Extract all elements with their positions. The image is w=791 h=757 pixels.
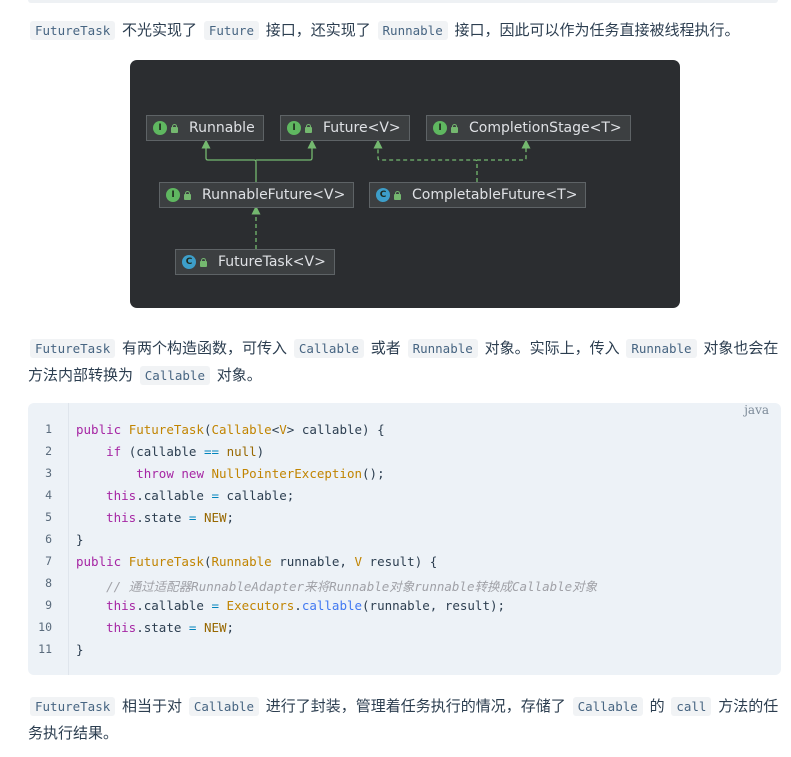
text: 进行了封装，管理着任务执行的情况，存储了 xyxy=(261,697,571,715)
previous-block-edge xyxy=(28,0,778,3)
code-line: this.callable = callable; xyxy=(106,488,295,503)
arrow-completablefuture-to-completionstage xyxy=(477,139,531,161)
node-label: Runnable xyxy=(189,120,255,136)
inheritance-arrows xyxy=(201,139,531,249)
class-icon: C xyxy=(182,255,196,269)
node-completable-future: C CompletableFuture<T> xyxy=(369,182,587,208)
text: 相当于对 xyxy=(117,697,187,715)
code-line: } xyxy=(76,642,84,657)
node-label: CompletableFuture<T> xyxy=(412,187,578,203)
inline-code: call xyxy=(671,697,712,716)
inline-code: Future xyxy=(203,21,259,40)
node-future: I Future<V> xyxy=(280,115,410,141)
text: 的 xyxy=(644,697,670,715)
line-number: 11 xyxy=(38,642,52,656)
line-number: 3 xyxy=(45,466,52,480)
paragraph-constructors: FutureTask 有两个构造函数，可传入 Callable 或者 Runna… xyxy=(28,335,784,389)
text: 接口，还实现了 xyxy=(260,21,376,39)
code-line: this.state = NEW; xyxy=(106,620,235,635)
line-number: 6 xyxy=(45,532,52,546)
inline-code: Runnable xyxy=(407,339,478,358)
lock-icon xyxy=(304,123,313,133)
inline-code: FutureTask xyxy=(30,697,116,716)
text: 对象。 xyxy=(212,366,262,384)
code-line: this.callable = Executors.callable(runna… xyxy=(106,598,506,613)
code-line: throw new NullPointerException(); xyxy=(136,466,385,481)
inline-code: FutureTask xyxy=(30,21,116,40)
code-line: public FutureTask(Callable<V> callable) … xyxy=(76,422,385,437)
class-icon: C xyxy=(376,188,390,202)
text: 有两个构造函数，可传入 xyxy=(117,339,292,357)
arrow-runnablefuture-to-future xyxy=(256,139,317,161)
inline-code: Callable xyxy=(293,339,365,358)
code-line: if (callable == null) xyxy=(106,444,265,459)
text: 对象。实际上，传入 xyxy=(479,339,625,357)
arrow-completablefuture-to-future xyxy=(373,139,478,182)
lock-icon xyxy=(170,123,179,133)
code-line: public FutureTask(Runnable runnable, V r… xyxy=(76,554,438,569)
interface-icon: I xyxy=(433,121,447,135)
node-label: RunnableFuture<V> xyxy=(202,187,346,203)
inline-code: Callable xyxy=(572,697,643,716)
lock-icon xyxy=(183,190,192,200)
line-number: 8 xyxy=(45,576,52,590)
node-label: Future<V> xyxy=(323,120,401,136)
line-number: 5 xyxy=(45,510,52,524)
line-number: 1 xyxy=(45,422,52,436)
code-line: this.state = NEW; xyxy=(106,510,235,525)
inline-code: Callable xyxy=(188,697,260,716)
text: 或者 xyxy=(366,339,406,357)
node-label: FutureTask<V> xyxy=(218,254,326,270)
line-number: 2 xyxy=(45,444,52,458)
line-number: 9 xyxy=(45,598,52,612)
code-line: } xyxy=(76,532,84,547)
class-hierarchy-diagram: I Runnable I Future<V> I CompletionStage<T>… xyxy=(130,60,680,308)
line-number: 4 xyxy=(45,488,52,502)
lock-icon xyxy=(393,190,402,200)
node-completion-stage: I CompletionStage<T> xyxy=(426,115,631,141)
node-runnable-future: I RunnableFuture<V> xyxy=(159,182,355,208)
inline-code: Runnable xyxy=(626,339,697,358)
node-label: CompletionStage<T> xyxy=(469,120,622,136)
text: 不光实现了 xyxy=(117,21,202,39)
inline-code: Callable xyxy=(139,366,210,385)
node-future-task: C FutureTask<V> xyxy=(175,249,335,275)
code-language-label: java xyxy=(744,403,769,417)
lock-icon xyxy=(199,257,208,267)
text: 对象也会在方法内部转换为 xyxy=(28,339,779,384)
lock-icon xyxy=(450,123,459,133)
text: 方法的任务执行结果。 xyxy=(28,697,779,742)
node-runnable: I Runnable xyxy=(146,115,264,141)
code-block: java 1 2 3 4 5 6 7 8 9 10 11 public Futu… xyxy=(28,403,781,675)
line-number-gutter xyxy=(28,403,69,675)
inline-code: Runnable xyxy=(377,21,448,40)
line-number: 7 xyxy=(45,554,52,568)
paragraph-futuretask-summary: FutureTask 相当于对 Callable 进行了封装，管理着任务执行的情… xyxy=(28,693,784,746)
arrow-runnablefuture-to-runnable xyxy=(201,139,257,182)
paragraph-futuretask-intro: FutureTask 不光实现了 Future 接口，还实现了 Runnable… xyxy=(28,17,784,44)
text: 接口，因此可以作为任务直接被线程执行。 xyxy=(449,21,740,39)
line-number: 10 xyxy=(38,620,52,634)
code-line: // 通过适配器RunnableAdapter来将Runnable对象runna… xyxy=(106,579,598,594)
interface-icon: I xyxy=(153,121,167,135)
interface-icon: I xyxy=(287,121,301,135)
interface-icon: I xyxy=(166,188,180,202)
inline-code: FutureTask xyxy=(30,339,116,358)
